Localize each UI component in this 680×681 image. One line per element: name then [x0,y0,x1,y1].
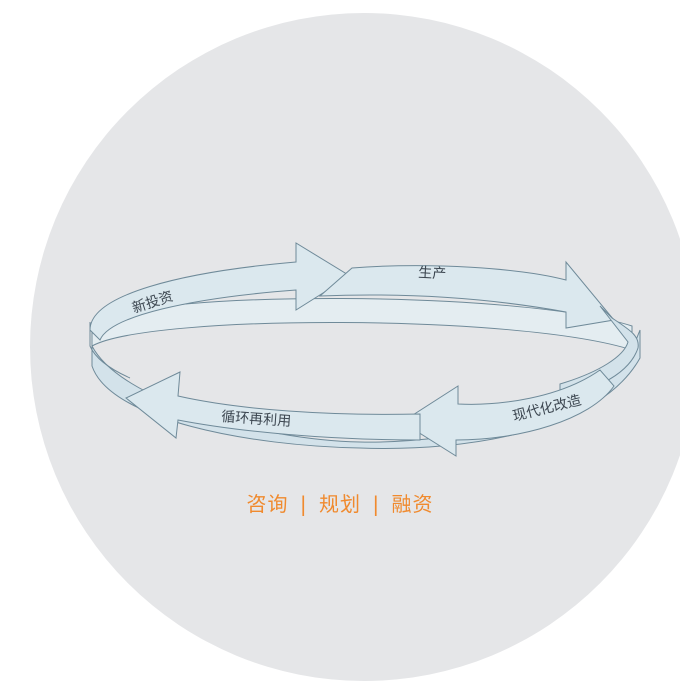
tagline: 咨询 | 规划 | 融资 [0,488,680,517]
background-circle [30,13,680,681]
tagline-separator: | [372,492,381,516]
tagline-financing: 融资 [391,492,434,516]
ring-left-edge [89,322,131,379]
tagline-consulting: 咨询 [246,492,289,516]
tagline-planning: 规划 [319,492,361,516]
stage-label-production: 生产 [418,265,447,282]
arrow-modernization [401,369,615,457]
tagline-separator: | [299,492,308,516]
arrow-recycling [125,371,421,441]
stage-label-recycling: 循环再利用 [221,409,292,430]
